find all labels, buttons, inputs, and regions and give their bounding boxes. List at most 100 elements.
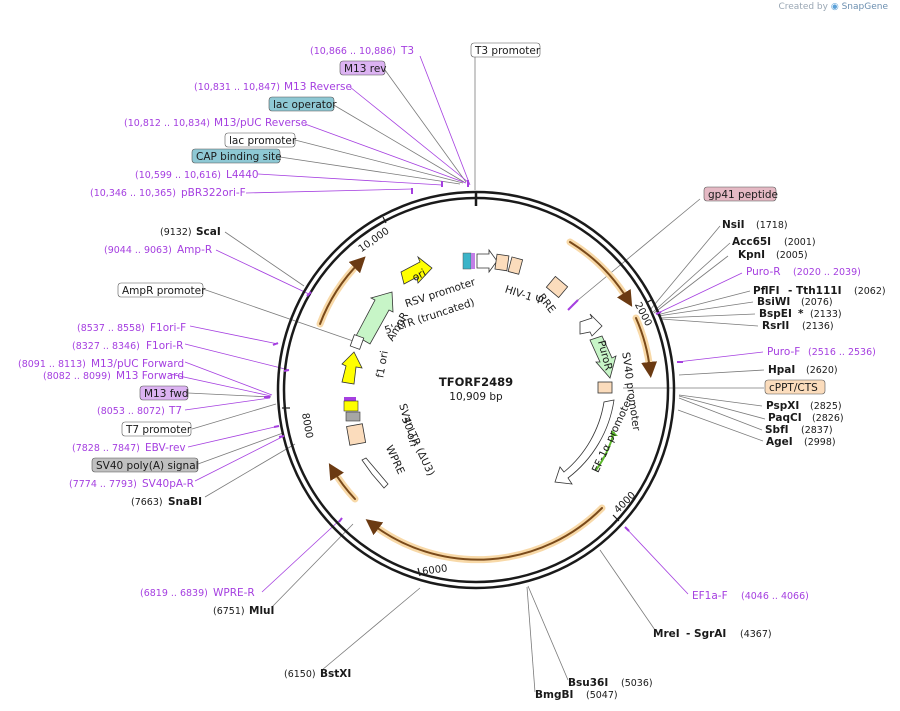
orf-arcs: [316, 238, 658, 564]
ebv-label: EBV-rev: [145, 442, 186, 454]
snapgene-name: SnapGene: [841, 2, 888, 12]
center-info: TFORF2489 10,909 bp: [439, 375, 513, 403]
paqci-label: PaqCI: [768, 412, 802, 424]
nsi-label: NsiI: [722, 219, 745, 231]
bspei-star: *: [798, 308, 804, 320]
primer-marks: [264, 180, 683, 532]
rsrii-label: RsrII: [762, 320, 789, 332]
t3-label: T3: [400, 45, 414, 57]
snabi-label: SnaBI: [168, 496, 202, 508]
gp41-tag: gp41 peptide: [708, 189, 778, 201]
plasmid-backbone: [276, 190, 676, 590]
bsu36-pos: (5036): [621, 678, 653, 689]
sv40pa-r-range: (7774 .. 7793): [69, 479, 137, 490]
bmgbi-label: BmgBI: [535, 689, 573, 701]
m13-fwd-tag: M13 fwd: [144, 388, 189, 400]
pspxi-label: PspXI: [766, 400, 799, 412]
puro-r-range: (2020 .. 2039): [793, 267, 861, 278]
lac-promoter-tag: lac promoter: [229, 135, 297, 147]
plasmid-length: 10,909 bp: [449, 391, 503, 403]
right-labels: NsiI (1718) Acc65I (2001) KpnI (2005) Pu…: [535, 219, 886, 701]
ori-label: ori: [410, 267, 428, 284]
sv40-polya-tag: SV40 poly(A) signal: [96, 460, 199, 472]
f1ori-f-label: F1ori-F: [150, 322, 186, 334]
sbfi-label: SbfI: [765, 424, 789, 436]
ef1a-f-label: EF1a-F: [692, 590, 728, 602]
acc65-label: Acc65I: [732, 236, 771, 248]
bstxi-label: BstXI: [320, 668, 351, 680]
hpai-pos: (2620): [806, 365, 838, 376]
bmgbi-pos: (5047): [586, 690, 618, 701]
sgrai-label: - SgrAI: [686, 628, 726, 640]
l4440-range: (10,599 .. 10,616): [135, 170, 221, 181]
m13puc-fwd-range: (8091 .. 8113): [18, 359, 86, 370]
m13forward-label: M13 Forward: [116, 370, 184, 382]
puro-f-label: Puro-F: [767, 346, 800, 358]
ampr-primer-label: Amp-R: [177, 244, 212, 256]
ef1a-f-range: (4046 .. 4066): [741, 591, 809, 602]
ebv-range: (7828 .. 7847): [72, 443, 140, 454]
hpai-label: HpaI: [768, 364, 795, 376]
tth-label: - Tth111I: [788, 285, 842, 297]
scai-pos: (9132): [160, 227, 192, 238]
f1ori-r-label: F1ori-R: [146, 340, 183, 352]
bsu36-label: Bsu36I: [568, 677, 608, 689]
pflfi-label: PflFI: [753, 285, 780, 297]
l4440-label: L4440: [226, 169, 259, 181]
pbr-range: (10,346 .. 10,365): [90, 188, 176, 199]
puro-f-range: (2516 .. 2536): [808, 347, 876, 358]
agei-label: AgeI: [766, 436, 793, 448]
sbfi-pos: (2837): [801, 425, 833, 436]
tick-8000: 8000: [299, 412, 314, 439]
scai-label: ScaI: [196, 226, 221, 238]
m13puc-fwd-label: M13/pUC Forward: [91, 358, 184, 370]
kpn-label: KpnI: [738, 249, 765, 261]
agei-pos: (2998): [804, 437, 836, 448]
lac-operator-tag: lac operator: [273, 99, 337, 111]
bspei-pos: (2133): [810, 309, 842, 320]
tick-10000: 10,000: [357, 226, 392, 255]
t7-label: T7: [168, 405, 182, 417]
m13puc-rev-label: M13/pUC Reverse: [214, 117, 307, 129]
pspxi-pos: (2825): [810, 401, 842, 412]
t7-promoter-tag: T7 promoter: [125, 424, 192, 436]
inner-features: [341, 248, 618, 489]
kpn-pos: (2005): [776, 250, 808, 261]
f1-ori-label: f1 ori: [374, 350, 391, 379]
nsi-pos: (1718): [756, 220, 788, 231]
t3-promoter-tag: T3 promoter: [474, 45, 541, 57]
pbr-label: pBR322ori-F: [181, 187, 246, 199]
bsiwi-label: BsiWI: [757, 296, 790, 308]
ampr-promoter-tag: AmpR promoter: [122, 285, 206, 297]
wpre-r-label: WPRE-R: [213, 587, 255, 599]
m13reverse-range: (10,831 .. 10,847): [194, 82, 280, 93]
wpre-r-range: (6819 .. 6839): [140, 588, 208, 599]
puro-r-label: Puro-R: [746, 266, 781, 278]
acc65-pos: (2001): [784, 237, 816, 248]
tick-6000: 6000: [422, 563, 449, 577]
f1ori-f-range: (8537 .. 8558): [77, 323, 145, 334]
t7-range: (8053 .. 8072): [97, 406, 165, 417]
snapgene-logo-icon: ◉: [830, 2, 839, 12]
wpre-label: WPRE: [383, 443, 407, 476]
cppt-tag: cPPT/CTS: [769, 382, 818, 394]
t3-range: (10,866 .. 10,886): [310, 46, 396, 57]
plasmid-name: TFORF2489: [439, 375, 513, 389]
bstxi-pos: (6150): [284, 669, 316, 680]
sv40pa-r-label: SV40pA-R: [142, 478, 194, 490]
tth-pos: (2062): [854, 286, 886, 297]
m13forward-range: (8082 .. 8099): [43, 371, 111, 382]
bspei-label: BspEI: [759, 308, 792, 320]
m13-rev-tag: M13 rev: [344, 63, 387, 75]
f1ori-r-range: (8327 .. 8346): [72, 341, 140, 352]
paqci-pos: (2826): [812, 413, 844, 424]
snapgene-brand: Created by ◉ SnapGene: [778, 2, 888, 12]
mrei-label: MreI: [653, 628, 680, 640]
mlui-label: MluI: [249, 605, 274, 617]
boxed-labels: M13 rev lac operator lac promoter CAP bi…: [91, 42, 826, 473]
m13puc-rev-range: (10,812 .. 10,834): [124, 118, 210, 129]
bsiwi-pos: (2076): [801, 297, 833, 308]
mlui-pos: (6751): [213, 606, 245, 617]
created-by-text: Created by: [778, 2, 828, 12]
